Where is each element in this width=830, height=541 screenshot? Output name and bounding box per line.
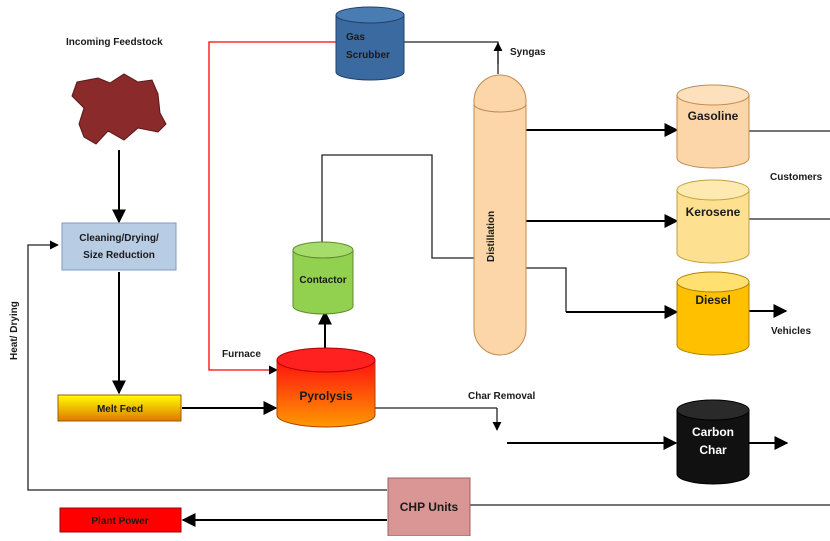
contactor-body <box>292 249 354 315</box>
cleaning-box <box>61 222 177 271</box>
plant-power-box <box>59 507 182 533</box>
heat-drying-label: Heat/ Drying <box>9 301 20 360</box>
diesel-node: Diesel <box>676 271 750 356</box>
chp-units-node: CHP Units <box>387 477 471 537</box>
syngas-label: Syngas <box>510 47 546 58</box>
distillation-node: Distillation <box>473 74 527 356</box>
melt-feed-node: Melt Feed <box>57 394 182 422</box>
gas-scrubber-label-line2: Scrubber <box>346 50 390 61</box>
gas-scrubber-top <box>335 6 405 24</box>
heat-drying-line <box>27 240 387 491</box>
furnace-line <box>208 41 336 375</box>
chp-units-label: CHP Units <box>400 500 459 514</box>
diesel-top <box>676 271 750 293</box>
chp-units-box <box>387 477 471 537</box>
customers-label: Customers <box>770 172 823 183</box>
feedstock-node: Incoming Feedstock <box>66 37 167 145</box>
melt-feed-label: Melt Feed <box>97 404 143 415</box>
feedstock-label: Incoming Feedstock <box>66 37 163 48</box>
diesel-label: Diesel <box>695 293 730 307</box>
gas-scrubber-label-line1: Gas <box>346 32 365 43</box>
carbon-char-body <box>676 409 750 485</box>
distillation-label: Distillation <box>486 211 497 262</box>
pyrolysis-label: Pyrolysis <box>299 389 353 403</box>
carbon-char-label-line2: Char <box>699 443 727 457</box>
gasoline-body <box>676 94 750 169</box>
cleaning-node: Cleaning/Drying/ Size Reduction <box>61 222 177 271</box>
gas-scrubber-node: Gas Scrubber <box>335 6 405 81</box>
carbon-char-top <box>676 399 750 421</box>
gasoline-label: Gasoline <box>688 109 739 123</box>
gas-scrubber-body <box>335 14 405 81</box>
cleaning-label-line1: Cleaning/Drying/ <box>79 233 159 244</box>
kerosene-node: Kerosene <box>676 179 750 264</box>
cleaning-label-line2: Size Reduction <box>83 250 155 261</box>
contactor-top <box>292 241 354 259</box>
distillation-top-rim <box>473 103 527 113</box>
kerosene-body <box>676 189 750 264</box>
furnace-label: Furnace <box>222 349 261 360</box>
contactor-label: Contactor <box>299 275 346 286</box>
plant-power-label: Plant Power <box>91 516 148 527</box>
carbon-char-node: Carbon Char <box>676 399 750 485</box>
pyrolysis-top <box>276 347 376 373</box>
diesel-body <box>676 281 750 356</box>
feedstock-shape <box>71 73 167 145</box>
carbon-char-label-line1: Carbon <box>692 425 734 439</box>
kerosene-top <box>676 179 750 201</box>
contactor-node: Contactor <box>292 241 354 315</box>
scrubber-to-syngas-line <box>404 41 499 74</box>
plant-power-node: Plant Power <box>59 507 182 533</box>
kerosene-label: Kerosene <box>686 205 741 219</box>
char-removal-label: Char Removal <box>468 391 535 402</box>
pyrolysis-node: Pyrolysis <box>276 347 376 428</box>
distillation-to-diesel-line <box>526 267 567 312</box>
vehicles-label: Vehicles <box>771 326 811 337</box>
melt-feed-box <box>57 394 182 422</box>
pyrolysis-body <box>276 359 376 428</box>
gasoline-top <box>676 84 750 106</box>
gasoline-node: Gasoline <box>676 84 750 169</box>
distillation-column <box>473 74 527 356</box>
contactor-to-distillation-line <box>321 154 474 259</box>
